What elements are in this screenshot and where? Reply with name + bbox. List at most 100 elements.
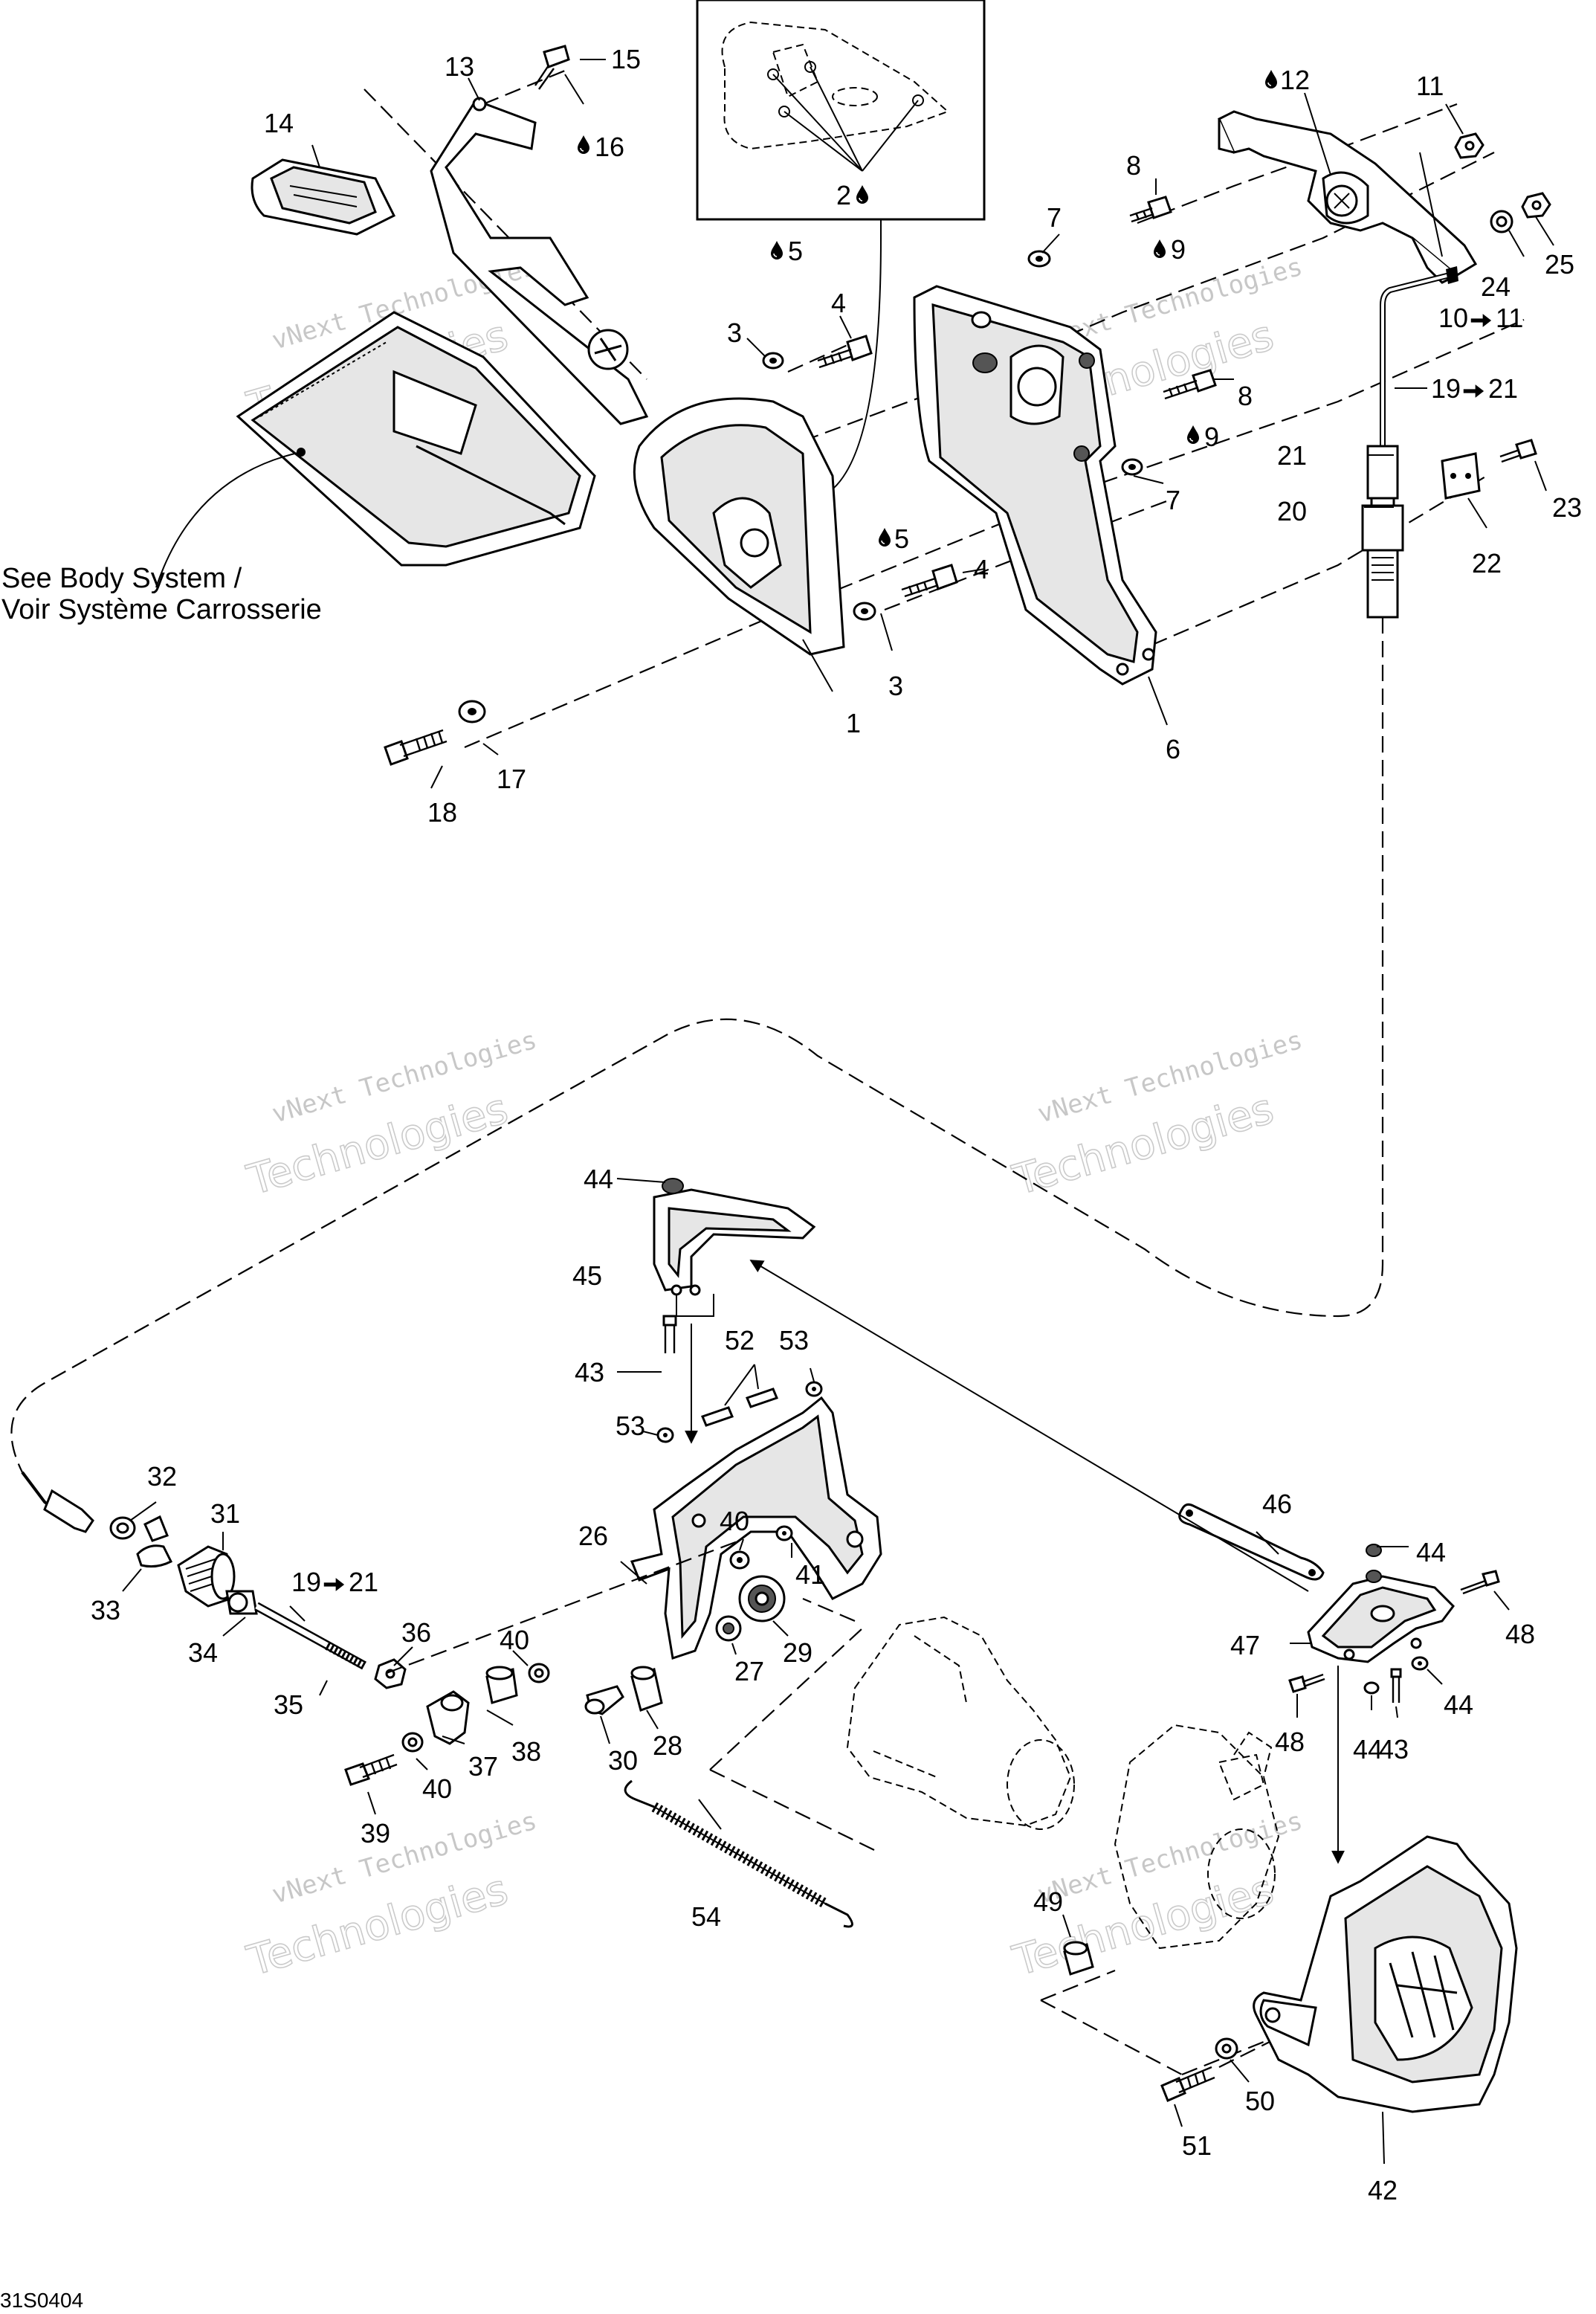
part-11-nut [1454, 132, 1484, 159]
watermark-mid-right: vNext Technologies Technologies [1007, 1025, 1306, 1206]
part-38-spacer [485, 1666, 518, 1704]
part-37-ball-joint [426, 1690, 470, 1745]
part-44-nut-low-mid [1363, 1681, 1380, 1695]
note-line-1: See Body System / [1, 563, 242, 594]
oil-drop-icon [1186, 425, 1200, 445]
gearcase-reference [846, 1616, 1280, 1950]
part-40-washer-mid [528, 1663, 550, 1683]
label-part-12: 12 [1280, 65, 1310, 95]
label-part-34: 34 [188, 1637, 218, 1668]
label-part-27: 27 [734, 1656, 764, 1686]
label-part-5-lower: 5 [894, 523, 909, 554]
right-arrow-icon [1470, 314, 1492, 327]
part-23-screw [1499, 439, 1537, 463]
label-part-43-upper: 43 [575, 1357, 604, 1388]
part-26-lower-bracket [630, 1396, 882, 1660]
label-part-10-to-11: 11 [1496, 303, 1523, 333]
label-part-9-lower: 9 [1204, 422, 1219, 452]
body-panel-reference [155, 311, 596, 588]
label-part-44-top: 44 [584, 1164, 613, 1194]
part-54-spring [624, 1779, 853, 1928]
oil-drop-icon [577, 135, 590, 155]
part-22-plate [1441, 452, 1481, 500]
label-part-4-lower: 4 [974, 554, 989, 584]
part-51-bolt [1160, 2066, 1215, 2102]
label-part-35: 35 [274, 1689, 303, 1720]
label-part-24: 24 [1481, 271, 1511, 302]
label-part-16: 16 [595, 132, 624, 162]
label-part-19-to-21-upper: 21 [1488, 373, 1518, 404]
part-24-washer [1490, 210, 1513, 233]
part-53-nut-right [805, 1381, 823, 1397]
label-part-10: 10 [1438, 303, 1468, 333]
label-part-50: 50 [1245, 2086, 1275, 2116]
watermark-mid-left: vNext Technologies Technologies [242, 1025, 540, 1206]
part-52-pins [701, 1364, 778, 1427]
watermark-bottom-left: vNext Technologies Technologies [242, 1806, 540, 1987]
part-29-bearing [738, 1575, 786, 1622]
label-part-7-lower: 7 [1166, 485, 1180, 515]
part-42-pump-housing [1253, 1835, 1518, 2165]
label-part-47: 47 [1230, 1630, 1260, 1660]
oil-drop-icon [1153, 239, 1166, 259]
label-part-14: 14 [264, 108, 294, 138]
label-part-7-upper: 7 [1047, 202, 1062, 233]
part-19-shift-rod [1361, 266, 1458, 619]
part-44-nut-low-right [1411, 1656, 1429, 1671]
note-line-2: Voir Système Carrosserie [1, 594, 322, 625]
label-part-33: 33 [91, 1595, 120, 1625]
label-part-44-right-lower: 44 [1444, 1689, 1473, 1720]
part-12-shift-lever [1218, 110, 1478, 284]
part-4-bolt-lower [901, 564, 958, 598]
label-part-3-lower: 3 [888, 671, 903, 701]
label-part-42: 42 [1368, 2175, 1398, 2205]
label-part-3-upper: 3 [727, 318, 742, 348]
label-part-5-upper: 5 [788, 236, 803, 266]
label-part-17: 17 [497, 764, 526, 794]
part-47-bracket [1307, 1570, 1455, 1663]
part-43-screw-upper [662, 1315, 677, 1353]
drawing-code: 31S0404 [0, 2289, 83, 2312]
part-41-nut [775, 1525, 793, 1541]
assembly-lines-bottom [386, 1260, 1345, 2076]
label-part-8-upper: 8 [1126, 150, 1141, 181]
label-part-9-upper: 9 [1171, 234, 1186, 265]
label-part-19-upper: 19 [1431, 373, 1461, 404]
part-27-bushing [715, 1615, 742, 1642]
label-part-41: 41 [795, 1559, 825, 1590]
label-part-19-to-21-lower: 21 [349, 1567, 378, 1597]
label-part-53-left: 53 [616, 1411, 645, 1441]
part-40-washer-low [401, 1732, 424, 1753]
part-48-screw-left [1288, 1673, 1325, 1693]
label-part-40-low: 40 [422, 1773, 452, 1804]
part-32-washer [109, 1516, 136, 1540]
label-part-23: 23 [1552, 492, 1582, 523]
label-part-29: 29 [783, 1637, 812, 1668]
inset-box [696, 0, 986, 501]
label-part-8-lower: 8 [1238, 381, 1253, 411]
label-part-53-right: 53 [779, 1325, 809, 1356]
label-part-37: 37 [468, 1751, 498, 1782]
label-part-38: 38 [511, 1736, 541, 1767]
part-25-nut [1521, 192, 1551, 219]
right-arrow-icon [323, 1578, 345, 1591]
oil-drop-icon [1264, 69, 1278, 89]
part-17-washer [458, 700, 486, 723]
label-part-44-right-upper: 44 [1416, 1537, 1446, 1567]
part-6-housing-plate [913, 285, 1168, 726]
label-part-26: 26 [578, 1521, 608, 1551]
part-36-nut [374, 1658, 407, 1689]
part-53-nut-left [656, 1427, 674, 1443]
part-14-pedal-pad [251, 158, 396, 236]
part-49-bushing [1063, 1941, 1094, 1976]
label-part-39: 39 [361, 1818, 390, 1849]
part-8-screw-upper [1129, 196, 1172, 223]
oil-drop-icon [770, 240, 784, 260]
label-part-49: 49 [1033, 1886, 1063, 1917]
label-part-1: 1 [846, 708, 861, 738]
part-50-washer [1215, 2037, 1238, 2060]
part-39-bolt [344, 1753, 398, 1786]
part-13-pedal-lever [430, 97, 649, 425]
part-48-screw-right [1460, 1570, 1500, 1595]
